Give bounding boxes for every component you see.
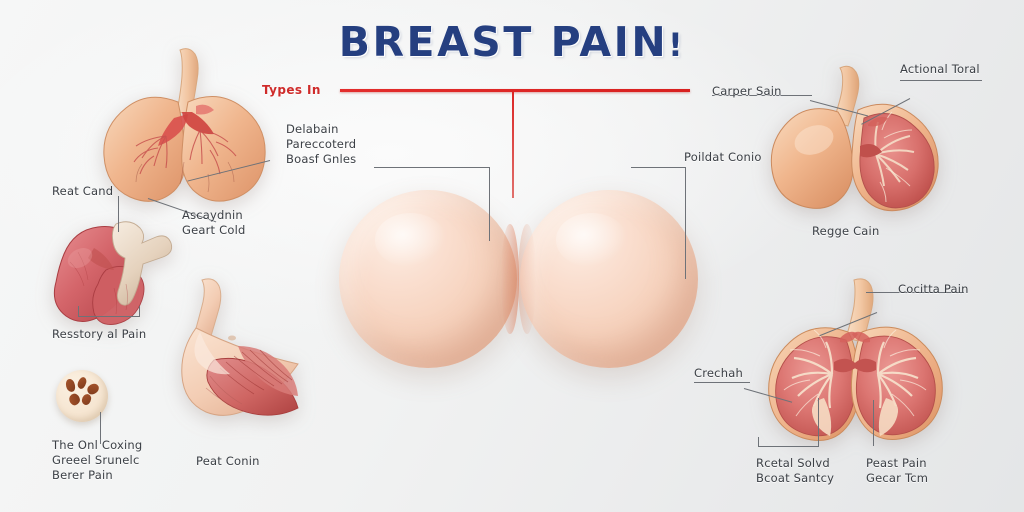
leader-line-resstory-horizontal bbox=[78, 316, 140, 317]
label-types-in: Types In bbox=[262, 83, 321, 97]
figure-breast-right bbox=[518, 190, 698, 368]
leader-line-rcetal-tick bbox=[758, 437, 759, 447]
leader-line-disc bbox=[100, 412, 101, 444]
leader-line-crechah-horizontal bbox=[694, 382, 750, 383]
label-crechah: Crechah bbox=[694, 366, 743, 380]
figure-bisected-lobed-organ bbox=[762, 276, 964, 444]
label-resstory: Resstory al Pain bbox=[52, 327, 147, 341]
leader-line-center-right-vertical bbox=[685, 167, 686, 279]
page-title-exclamation: ! bbox=[668, 26, 686, 64]
accent-divider-horizontal bbox=[340, 89, 690, 92]
accent-divider-vertical bbox=[512, 90, 514, 198]
figure-heart-specimen bbox=[50, 218, 185, 326]
figure-cross-section-disc bbox=[56, 370, 108, 422]
leader-line-peast-vertical bbox=[873, 400, 874, 446]
leader-line-left-heart bbox=[118, 196, 119, 232]
leader-line-center-left-horizontal bbox=[374, 167, 489, 168]
label-left-upper: Delabain Pareccoterd Boasf Gnles bbox=[286, 122, 357, 166]
leader-line-resstory-tick-right bbox=[139, 306, 140, 316]
breast-cleft-shading-right bbox=[518, 223, 536, 335]
label-actional-toral: Actional Toral bbox=[900, 62, 980, 76]
label-carper-sain: Carper Sain bbox=[712, 84, 782, 98]
label-onl-coxing: The Onl Coxing Greeel Srunelc Berer Pain bbox=[52, 438, 143, 482]
leader-line-cocitta-horizontal bbox=[866, 292, 964, 293]
figure-half-sectioned-organ bbox=[770, 62, 972, 212]
page-title: BREAST PAIN! bbox=[0, 18, 1024, 66]
figure-stomach-specimen bbox=[176, 276, 308, 418]
label-rcetal-solvd: Rcetal Solvd Bcoat Santcy bbox=[756, 456, 835, 485]
leader-line-resstory-tick-left bbox=[78, 306, 79, 316]
label-ascaydnin: Ascaydnin Geart Cold bbox=[182, 208, 246, 237]
leader-line-center-left-vertical bbox=[489, 167, 490, 241]
figure-paired-lobed-organ bbox=[96, 44, 276, 209]
leader-line-rcetal-vertical bbox=[818, 398, 819, 446]
label-reat-cand: Reat Cand bbox=[52, 184, 114, 198]
label-peast-pain: Peast Pain Gecar Tcm bbox=[866, 456, 929, 485]
label-cocitta-pain: Cocitta Pain bbox=[898, 282, 969, 296]
page-title-text: BREAST PAIN bbox=[338, 18, 669, 66]
leader-line-rcetal-horizontal bbox=[758, 446, 819, 447]
figure-breast-left bbox=[339, 190, 519, 368]
label-peat-conin: Peat Conin bbox=[196, 454, 260, 468]
leader-line-actional-horizontal bbox=[900, 80, 982, 81]
leader-line-carper-horizontal bbox=[712, 95, 812, 96]
label-regge-cain: Regge Cain bbox=[812, 224, 880, 238]
breast-highlight-left bbox=[374, 213, 446, 267]
breast-highlight-right bbox=[555, 213, 627, 267]
leader-line-center-right-horizontal bbox=[631, 167, 685, 168]
label-poildat-conio: Poildat Conio bbox=[684, 150, 762, 164]
breast-cleft-shading-left bbox=[501, 223, 519, 335]
